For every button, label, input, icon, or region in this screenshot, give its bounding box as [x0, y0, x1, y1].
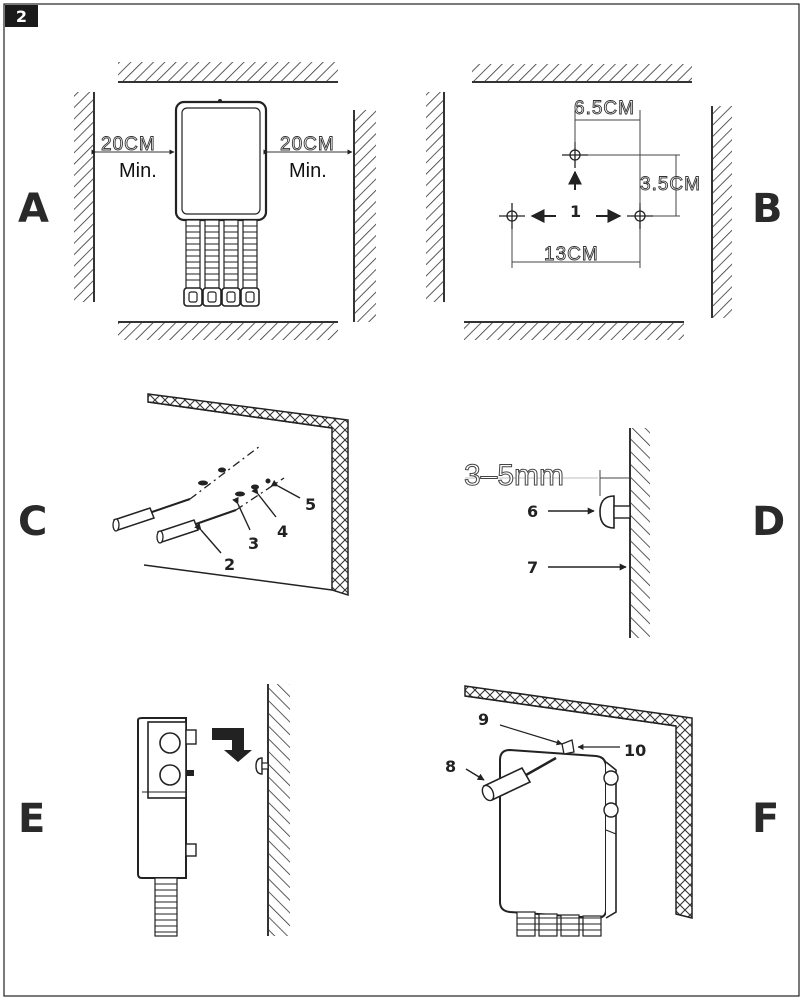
- panel-letter-b: B: [752, 186, 783, 232]
- panel-e: E: [18, 684, 290, 937]
- callout-2: 2: [224, 555, 235, 574]
- callout-4: 4: [277, 522, 288, 541]
- panel-letter-e: E: [18, 796, 45, 842]
- panel-b: 6.5CM 3.5CM 13CM 1 B: [426, 64, 783, 340]
- right-clearance-label: 20CM: [280, 134, 335, 155]
- right-min-label: Min.: [289, 160, 327, 182]
- left-wall-hatch: [426, 92, 444, 302]
- wall-hatch: [630, 428, 650, 638]
- callout-6: 6: [527, 502, 538, 521]
- callout-3: 3: [248, 534, 259, 553]
- callout-5: 5: [305, 495, 316, 514]
- drill-upper: [112, 445, 261, 532]
- controller-side-view: [137, 717, 197, 937]
- screw: [599, 495, 631, 529]
- callout-9: 9: [478, 710, 489, 729]
- gap-label: 3–5mm: [464, 459, 564, 492]
- wall-hatch: [268, 684, 290, 936]
- vertical-spacing-label: 3.5CM: [640, 174, 701, 195]
- floor-hatch: [464, 322, 684, 340]
- wall-section: [147, 393, 349, 597]
- panel-letter-c: C: [18, 499, 47, 545]
- callout-8: 8: [445, 757, 456, 776]
- controller-mounted: [499, 748, 619, 937]
- panel-f: 8 9 10 F: [445, 685, 779, 937]
- ceiling-hatch: [118, 62, 338, 82]
- panel-c: 2 3 4 5 C: [18, 393, 349, 597]
- panel-letter-a: A: [18, 186, 49, 232]
- callout-10: 10: [624, 741, 646, 760]
- panel-letter-f: F: [752, 796, 779, 842]
- hang-arrow: [212, 728, 252, 762]
- top-width-label: 6.5CM: [574, 98, 635, 119]
- controller-unit: [174, 99, 268, 307]
- drill-lower: [156, 477, 285, 544]
- page-frame: [3, 3, 800, 997]
- panel-d: 3–5mm 6 7 D: [464, 428, 785, 638]
- panel-a: 20CM Min. 20CM Min. A: [18, 62, 376, 340]
- wall-screw: [255, 757, 263, 775]
- bottom-width-label: 13CM: [544, 244, 599, 265]
- ceiling-hatch: [472, 64, 692, 82]
- left-wall-hatch: [74, 92, 94, 302]
- callout-1: 1: [570, 202, 581, 221]
- callout-7: 7: [527, 558, 538, 577]
- drill-points: [499, 142, 653, 229]
- left-clearance-label: 20CM: [101, 134, 156, 155]
- floor-hatch: [118, 322, 338, 340]
- left-min-label: Min.: [119, 160, 157, 182]
- page-number-badge: 2: [5, 5, 38, 27]
- right-wall-hatch: [354, 110, 376, 322]
- panel-letter-d: D: [752, 499, 785, 545]
- page-number: 2: [16, 7, 27, 26]
- screwdriver: [481, 756, 557, 802]
- right-wall-hatch: [712, 106, 732, 318]
